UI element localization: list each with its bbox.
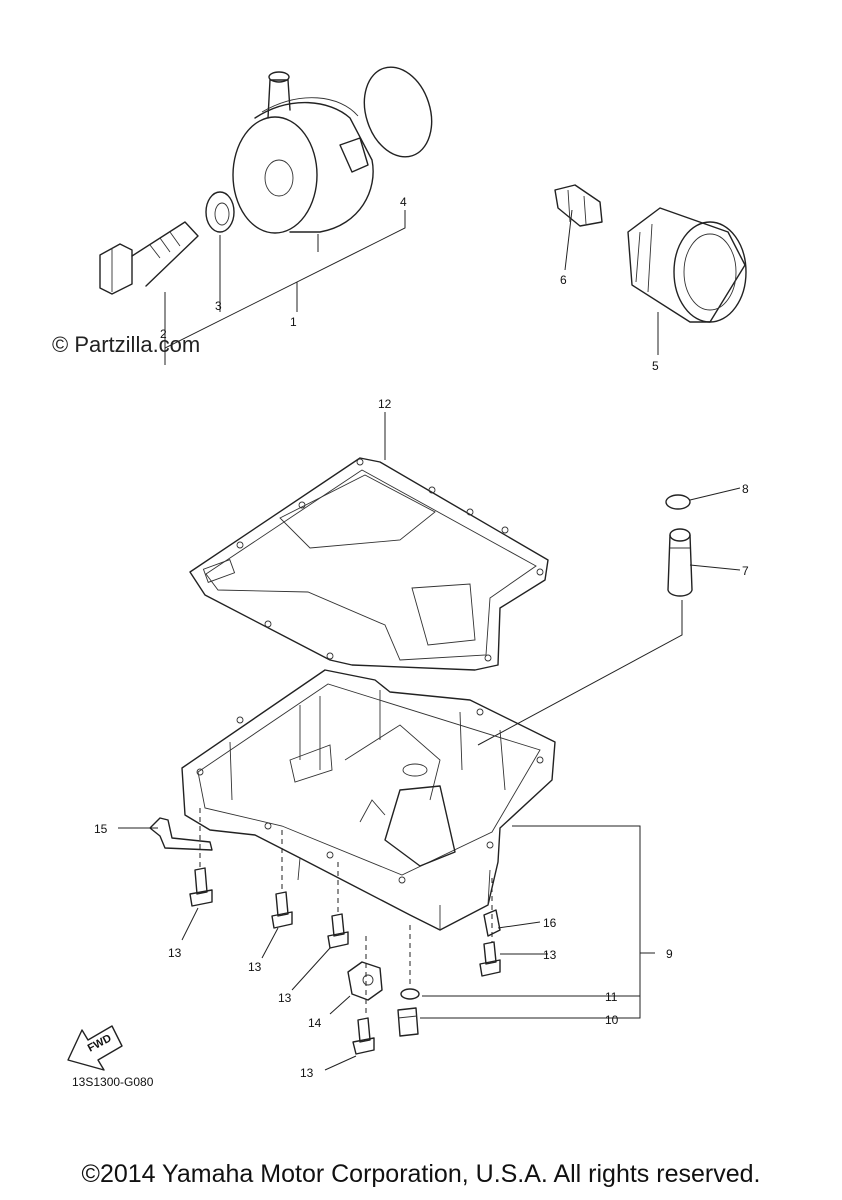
fwd-label: FWD bbox=[86, 1032, 114, 1054]
callout-13-b[interactable]: 13 bbox=[248, 960, 262, 974]
callout-15[interactable]: 15 bbox=[94, 822, 108, 836]
callout-11[interactable]: 11 bbox=[605, 990, 618, 1004]
callout-2[interactable]: 2 bbox=[160, 327, 167, 341]
cover-plate[interactable] bbox=[483, 909, 501, 937]
hose-clamp-bracket[interactable] bbox=[149, 817, 213, 851]
holder[interactable] bbox=[347, 961, 383, 1001]
callout-8[interactable]: 8 bbox=[742, 482, 749, 496]
oil-cooler[interactable] bbox=[232, 71, 374, 234]
callout-6[interactable]: 6 bbox=[560, 273, 567, 287]
callout-12[interactable]: 12 bbox=[378, 397, 392, 411]
o-ring[interactable] bbox=[353, 58, 442, 165]
callout-13-e[interactable]: 13 bbox=[300, 1066, 314, 1080]
callout-1[interactable]: 1 bbox=[290, 315, 297, 329]
fwd-arrow-icon: FWD bbox=[67, 1025, 123, 1071]
bolt-c[interactable] bbox=[327, 913, 349, 949]
watermark: © Partzilla.com bbox=[52, 332, 200, 357]
oil-filter-union[interactable] bbox=[554, 184, 603, 227]
callout-10[interactable]: 10 bbox=[605, 1013, 619, 1027]
oil-level-pipe[interactable] bbox=[667, 528, 693, 597]
bolt-a[interactable] bbox=[189, 867, 213, 907]
oil-filter-cartridge[interactable] bbox=[627, 207, 747, 323]
union-bolt[interactable] bbox=[99, 221, 199, 295]
oil-pan-gasket[interactable] bbox=[189, 457, 549, 671]
callout-13-d[interactable]: 13 bbox=[543, 948, 557, 962]
callout-7[interactable]: 7 bbox=[742, 564, 749, 578]
callout-13-a[interactable]: 13 bbox=[168, 946, 182, 960]
callout-13-c[interactable]: 13 bbox=[278, 991, 292, 1005]
bolt-e[interactable] bbox=[352, 1017, 375, 1055]
callout-5[interactable]: 5 bbox=[652, 359, 659, 373]
drain-gasket[interactable] bbox=[400, 988, 420, 1000]
washer-small[interactable] bbox=[665, 494, 691, 510]
callout-3[interactable]: 3 bbox=[215, 299, 222, 313]
bolt-d[interactable] bbox=[479, 941, 501, 977]
callout-4[interactable]: 4 bbox=[400, 195, 407, 209]
washer[interactable] bbox=[205, 191, 235, 233]
copyright-notice: ©2014 Yamaha Motor Corporation, U.S.A. A… bbox=[81, 1160, 761, 1188]
callout-16[interactable]: 16 bbox=[543, 916, 557, 930]
bolt-b[interactable] bbox=[271, 891, 293, 929]
callout-9[interactable]: 9 bbox=[666, 947, 673, 961]
drain-bolt[interactable] bbox=[397, 1007, 419, 1037]
diagram-code: 13S1300-G080 bbox=[72, 1075, 154, 1089]
oil-pan[interactable] bbox=[181, 669, 556, 931]
callout-14[interactable]: 14 bbox=[308, 1016, 322, 1030]
